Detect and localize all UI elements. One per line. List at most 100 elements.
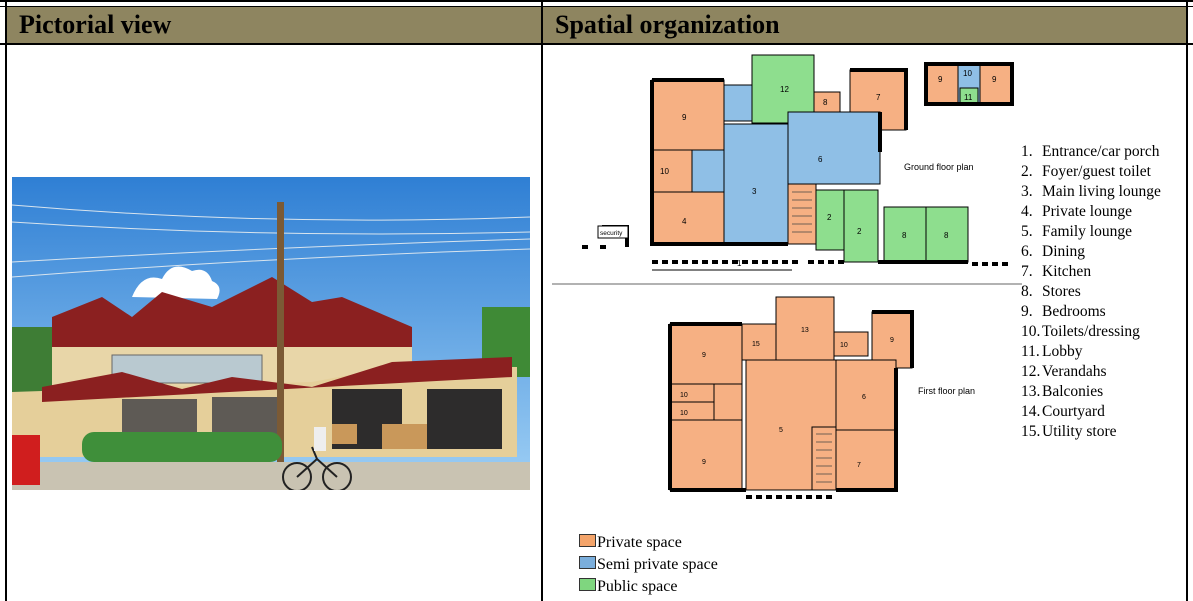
legend-label: Family lounge bbox=[1042, 223, 1132, 240]
stair-treads bbox=[792, 191, 812, 233]
legend-item: 4. Private lounge bbox=[1021, 202, 1132, 222]
cassava-piles bbox=[332, 424, 427, 449]
room-number: 8 bbox=[823, 98, 828, 107]
room-number: 10 bbox=[660, 167, 669, 176]
room-number: 9 bbox=[992, 75, 997, 84]
header-pictorial-view: Pictorial view bbox=[7, 7, 541, 43]
room-main-living-lounge bbox=[723, 123, 789, 245]
legend-label: Courtyard bbox=[1042, 403, 1105, 420]
room-staircase bbox=[787, 183, 817, 245]
legend-number: 1. bbox=[1021, 143, 1033, 160]
room-number: 10 bbox=[840, 342, 848, 349]
room-toilet bbox=[691, 149, 725, 193]
room-number: 9 bbox=[938, 75, 943, 84]
room-number: 8 bbox=[902, 231, 907, 240]
cloud bbox=[132, 266, 220, 299]
key-item-semi-private: Semi private space bbox=[579, 556, 718, 574]
room-toilet bbox=[651, 149, 693, 193]
legend-item: 9.Bedrooms bbox=[1021, 302, 1106, 322]
legend-number: 11. bbox=[1021, 343, 1040, 360]
room-bedroom bbox=[871, 311, 913, 369]
legend-item: 14.Courtyard bbox=[1021, 402, 1105, 422]
stair-treads bbox=[816, 433, 832, 483]
legend-item: 15.Utility store bbox=[1021, 422, 1116, 442]
legend-label: Main living lounge bbox=[1042, 183, 1161, 200]
room-number: 1 bbox=[737, 259, 742, 268]
garage-opening bbox=[427, 389, 502, 449]
legend-number: 7. bbox=[1021, 263, 1033, 280]
room-number: 9 bbox=[702, 459, 706, 466]
public-swatch bbox=[579, 578, 596, 591]
house-photograph bbox=[12, 177, 530, 490]
legend-number: 13. bbox=[1021, 383, 1041, 400]
ground-floor-walls bbox=[582, 62, 1014, 266]
key-label: Private space bbox=[597, 534, 682, 551]
room-number: 9 bbox=[682, 113, 687, 122]
room-number: 4 bbox=[682, 217, 687, 226]
legend-item: 1.Entrance/car porch bbox=[1021, 142, 1159, 162]
legend-item: 12.Verandahs bbox=[1021, 362, 1107, 382]
ground-room-numbers: 9 12 8 7 9 10 11 9 10 3 6 4 2 2 8 8 1 bbox=[660, 69, 997, 268]
utility-pole bbox=[277, 202, 284, 472]
table-border-left bbox=[5, 0, 7, 601]
room-toilet bbox=[669, 383, 715, 403]
room-number: 10 bbox=[680, 410, 688, 417]
room-store bbox=[883, 206, 927, 263]
legend-label: Bedrooms bbox=[1042, 303, 1106, 320]
room-number: 7 bbox=[876, 93, 881, 102]
column-divider bbox=[541, 0, 543, 601]
room-bedroom bbox=[669, 419, 743, 491]
room-bedroom bbox=[979, 63, 1013, 105]
room-family-lounge bbox=[787, 111, 881, 185]
room-number: 3 bbox=[752, 187, 757, 196]
private-swatch bbox=[579, 534, 596, 547]
security-booth bbox=[597, 225, 629, 239]
room-foyer bbox=[843, 189, 879, 263]
room-dining bbox=[835, 359, 897, 431]
legend-item: 7. Kitchen bbox=[1021, 262, 1091, 282]
room-toilet bbox=[833, 331, 869, 357]
room-bedroom bbox=[651, 79, 725, 151]
header-spatial-organization: Spatial organization bbox=[543, 7, 1186, 43]
legend-label: Private lounge bbox=[1042, 203, 1132, 220]
legend-item: 5. Family lounge bbox=[1021, 222, 1132, 242]
legend-number: 4. bbox=[1021, 203, 1033, 220]
room-number: 6 bbox=[818, 155, 823, 164]
room-store bbox=[925, 206, 969, 263]
room-number: 9 bbox=[890, 337, 894, 344]
legend-label: Balconies bbox=[1042, 383, 1104, 400]
room-toilet bbox=[723, 84, 755, 122]
legend-label: Dining bbox=[1042, 243, 1086, 260]
legend-label: Toilets/dressing bbox=[1042, 323, 1140, 340]
room-number: 10 bbox=[963, 69, 972, 78]
road bbox=[12, 462, 530, 490]
legend-number: 5. bbox=[1021, 223, 1033, 240]
legend-number: 8. bbox=[1021, 283, 1033, 300]
room-toilet bbox=[669, 401, 715, 421]
legend-number: 2. bbox=[1021, 163, 1033, 180]
legend-label: Kitchen bbox=[1042, 263, 1092, 280]
room-number: 6 bbox=[862, 394, 866, 401]
legend-item: 11.Lobby bbox=[1021, 342, 1082, 362]
legend-item: 6.Dining bbox=[1021, 242, 1085, 262]
room-bedroom bbox=[669, 323, 743, 385]
room-private-lounge bbox=[651, 191, 725, 245]
room-number: 15 bbox=[752, 341, 760, 348]
cyclist bbox=[314, 427, 326, 451]
room-kitchen bbox=[835, 429, 897, 491]
room-number: 2 bbox=[827, 213, 832, 222]
room-number: 11 bbox=[964, 93, 973, 102]
key-label: Semi private space bbox=[597, 556, 718, 573]
hedge bbox=[82, 432, 282, 462]
room-number: 10 bbox=[680, 392, 688, 399]
table-border-right bbox=[1186, 0, 1188, 601]
room-number: 9 bbox=[702, 352, 706, 359]
room-number: 12 bbox=[780, 85, 789, 94]
roof-parapet bbox=[52, 277, 412, 352]
legend-label: Stores bbox=[1042, 283, 1081, 300]
first-floor-plan-label: First floor plan bbox=[918, 386, 975, 396]
room-staircase bbox=[811, 426, 837, 491]
ground-floor-plan: 9 12 8 7 9 10 11 9 10 3 6 4 2 2 8 8 1 Gr… bbox=[552, 54, 1022, 285]
room-number: 8 bbox=[944, 231, 949, 240]
